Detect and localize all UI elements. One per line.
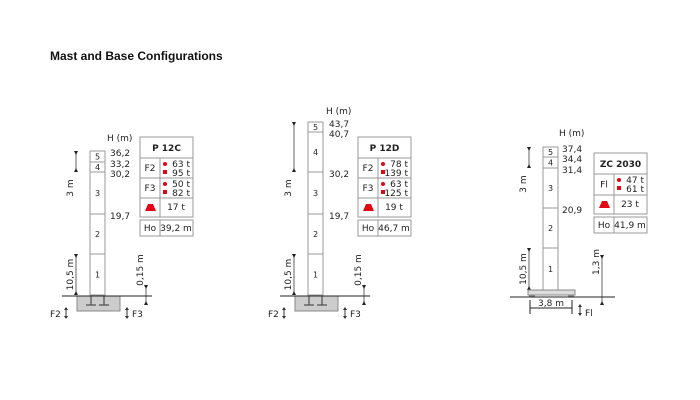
height-value: 30,2 [329, 170, 349, 180]
force-value: 78 t [390, 160, 408, 170]
section-number: 4 [548, 159, 553, 168]
page-title: Mast and Base Configurations [50, 49, 223, 63]
force-label: F3 [363, 184, 374, 194]
circle-marker-icon [617, 178, 621, 182]
force-value: 61 t [626, 185, 644, 195]
height-value: 43,7 [329, 120, 349, 130]
section-number: 5 [95, 153, 100, 162]
circle-marker-icon [163, 182, 167, 186]
foundation-block [76, 295, 121, 312]
spec-table [357, 136, 412, 237]
square-marker-icon [381, 190, 385, 194]
section-number: 1 [313, 271, 318, 280]
section-number: 3 [548, 184, 553, 193]
foundation-block [294, 295, 339, 312]
force-left-label: F2 [268, 310, 279, 320]
ho-label: Ho [362, 224, 375, 234]
square-marker-icon [381, 170, 385, 174]
ballast-weight: 19 t [385, 203, 403, 213]
force-value: 139 t [384, 169, 408, 179]
base-plate [527, 289, 576, 296]
spec-table [139, 136, 194, 237]
ballast-weight-icon [599, 201, 610, 208]
section-number: 4 [95, 163, 100, 172]
section-number: 4 [313, 148, 318, 157]
force-value: 63 t [390, 180, 408, 190]
height-value: 19,7 [329, 212, 349, 222]
dimension-right: 0,15 m [136, 254, 146, 286]
dimension-top: 3 m [519, 175, 529, 192]
height-value: 20,9 [562, 206, 582, 216]
force-value: 50 t [172, 180, 190, 190]
circle-marker-icon [163, 162, 167, 166]
base-width-label: 3,8 m [538, 299, 564, 309]
ho-value: 46,7 m [378, 224, 410, 234]
height-value: 31,4 [562, 166, 582, 176]
force-value: 47 t [626, 176, 644, 186]
dimension-top: 3 m [284, 179, 294, 196]
force-label: F3 [145, 184, 156, 194]
dimension-bottom: 10,5 m [519, 253, 529, 285]
height-value: 40,7 [329, 130, 349, 140]
height-axis-label: H (m) [559, 129, 584, 139]
section-number: 5 [313, 123, 318, 132]
mast-section [307, 253, 324, 296]
section-number: 2 [313, 230, 318, 239]
height-value: 34,4 [562, 155, 582, 165]
ho-label: Ho [598, 221, 611, 231]
force-right-label: F3 [350, 310, 361, 320]
ho-value: 41,9 m [614, 221, 646, 231]
ballast-weight-icon [363, 204, 374, 211]
mast-section [89, 253, 106, 296]
section-number: 3 [95, 189, 100, 198]
dimension-right: 1,3 m [592, 249, 602, 275]
model-name: P 12C [152, 144, 181, 154]
height-value: 19,7 [110, 212, 130, 222]
height-value: 33,2 [110, 160, 130, 170]
force-value: 63 t [172, 160, 190, 170]
height-value: 37,4 [562, 145, 582, 155]
height-axis-label: H (m) [326, 107, 351, 117]
circle-marker-icon [381, 162, 385, 166]
ballast-weight: 23 t [621, 200, 639, 210]
circle-marker-icon [381, 182, 385, 186]
force-label: Fl [600, 181, 608, 191]
ballast-weight: 17 t [167, 203, 185, 213]
ballast-weight-icon [145, 204, 156, 211]
square-marker-icon [163, 170, 167, 174]
section-number: 3 [313, 189, 318, 198]
dimension-bottom: 10,5 m [284, 259, 294, 291]
force-left-label: F2 [50, 310, 61, 320]
height-value: 36,2 [110, 149, 130, 159]
force-value: 82 t [172, 189, 190, 199]
force-value: 125 t [384, 189, 408, 199]
section-number: 2 [95, 230, 100, 239]
force-label: F2 [145, 164, 156, 174]
ho-label: Ho [144, 224, 157, 234]
model-name: ZC 2030 [600, 160, 641, 170]
force-right-label: F3 [132, 310, 143, 320]
square-marker-icon [617, 186, 621, 190]
height-value: 30,2 [110, 170, 130, 180]
section-number: 5 [548, 148, 553, 157]
square-marker-icon [163, 190, 167, 194]
dimension-bottom: 10,5 m [66, 259, 76, 291]
section-number: 2 [548, 224, 553, 233]
height-axis-label: H (m) [107, 134, 132, 144]
section-number: 1 [95, 271, 100, 280]
spec-table [593, 152, 648, 234]
dimension-top: 3 m [66, 179, 76, 196]
model-name: P 12D [370, 144, 400, 154]
force-value: 95 t [172, 169, 190, 179]
section-number: 1 [548, 265, 553, 274]
force-label: F2 [363, 164, 374, 174]
dimension-right: 0,15 m [354, 254, 364, 286]
force-label: Fl [585, 309, 593, 319]
ho-value: 39,2 m [160, 224, 192, 234]
